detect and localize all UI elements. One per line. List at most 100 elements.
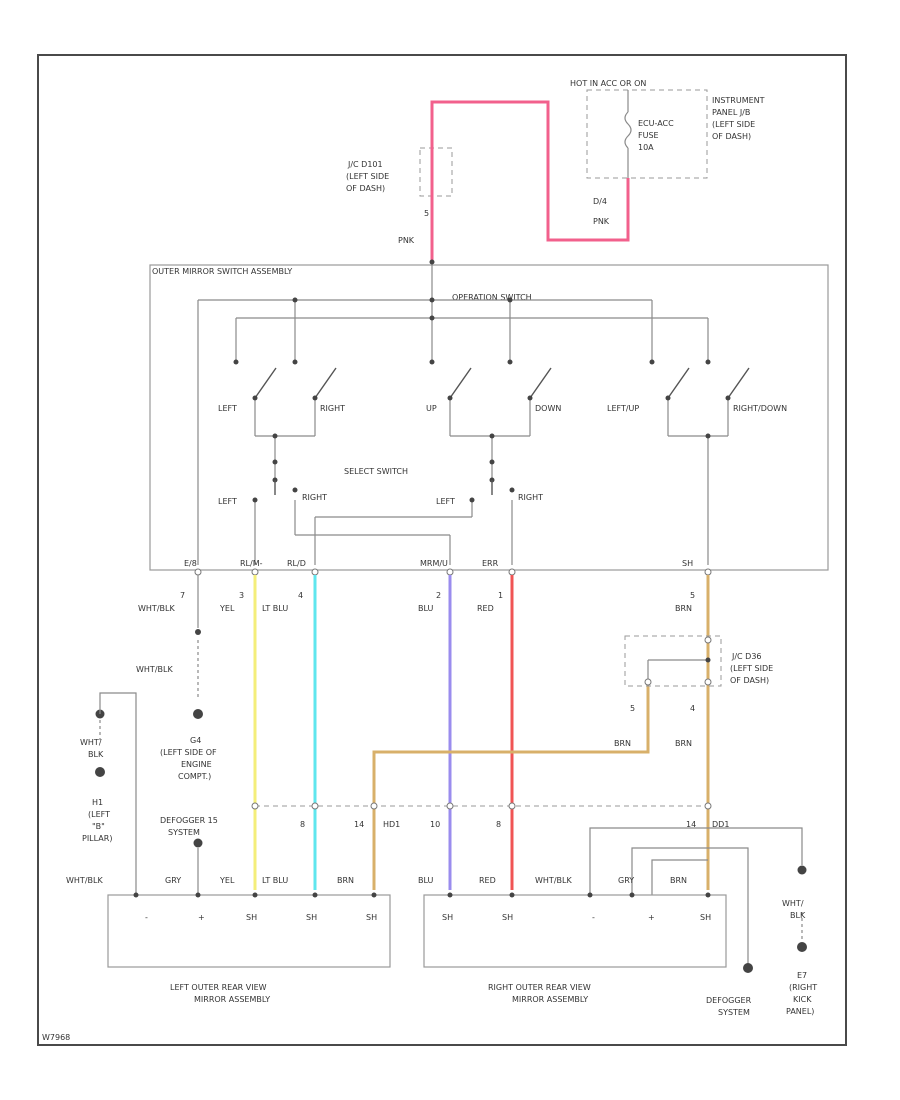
- right-side-wiring: [589, 827, 807, 973]
- fuse-rating: 10A: [638, 143, 654, 152]
- lm-wire-2: GRY: [165, 876, 181, 885]
- fuse-label: ECU-ACC: [638, 119, 674, 128]
- h1-wire-1: WHT/: [80, 738, 102, 747]
- pin-lower-hd1: HD1: [383, 820, 400, 829]
- jc-bottom-box: [624, 635, 722, 687]
- jc-top: J/C D101 (LEFT SIDE OF DASH) 5 PNK: [346, 147, 453, 245]
- fuse-word: FUSE: [638, 131, 659, 140]
- defogger-right-1: DEFOGGER: [706, 996, 752, 1005]
- conn-num-3: 4: [298, 591, 303, 600]
- fuse-pin: D/4: [593, 197, 607, 206]
- defogger-label-2: SYSTEM: [168, 828, 200, 837]
- op-right-label: RIGHT: [320, 404, 345, 413]
- conn-num-2: 3: [239, 591, 244, 600]
- wire-label-brn-b: BRN: [675, 739, 692, 748]
- rm-wire-2: RED: [479, 876, 496, 885]
- jc-bottom-pin-a: 5: [630, 704, 635, 713]
- switch-assembly-title: OUTER MIRROR SWITCH ASSEMBLY: [152, 267, 292, 276]
- right-mirror-box: [423, 894, 727, 968]
- g4-label-4: COMPT.): [178, 772, 211, 781]
- ground-wiring-left: [95, 575, 203, 895]
- left-mirror-terminals: [133, 892, 377, 898]
- conn-num-6: 5: [690, 591, 695, 600]
- jc-top-label-1: J/C D101: [347, 160, 383, 169]
- op-up-label: UP: [426, 404, 437, 413]
- left-mirror-name-1: LEFT OUTER REAR VIEW: [170, 983, 267, 992]
- operation-switch-contacts: [233, 259, 750, 439]
- wire-label-yel: YEL: [219, 604, 235, 613]
- wire-brn-left: [372, 680, 650, 890]
- left-mirror-box: [107, 894, 391, 968]
- rm-pin-3: -: [592, 913, 595, 922]
- rm-wire-4: GRY: [618, 876, 634, 885]
- rm-wire-5: BRN: [670, 876, 687, 885]
- conn-num-4: 2: [436, 591, 441, 600]
- ground-g4-icon: [193, 709, 203, 719]
- right-mirror-terminals: [447, 892, 711, 898]
- jc-top-wire-color: PNK: [398, 236, 415, 245]
- lower-connector-terminals: [251, 802, 712, 810]
- h1-label-1: H1: [92, 798, 103, 807]
- h1-label-4: PILLAR): [82, 834, 112, 843]
- lm-wire-3: YEL: [219, 876, 235, 885]
- pin-lower-14: 14: [354, 820, 364, 829]
- wire-label-ltblu: LT BLU: [262, 604, 288, 613]
- h1-label-2: (LEFT: [88, 810, 110, 819]
- defogger-label-1: DEFOGGER 15: [160, 816, 218, 825]
- fuse-icon: [624, 111, 632, 149]
- lm-pin-3: SH: [246, 913, 257, 922]
- conn-num-5: 1: [498, 591, 503, 600]
- lm-wire-5: BRN: [337, 876, 354, 885]
- ip-jb-label-4: OF DASH): [712, 132, 751, 141]
- ip-jb-label-3: (LEFT SIDE: [712, 120, 755, 129]
- rm-pin-5: SH: [700, 913, 711, 922]
- diagram-frame: [37, 54, 847, 1046]
- jc-bottom-label-2: (LEFT SIDE: [730, 664, 773, 673]
- pin-label-2: RL/M-: [240, 559, 263, 568]
- conn-num-1: 7: [180, 591, 185, 600]
- jc-top-box: [419, 147, 453, 197]
- wire-label-brn-a: BRN: [614, 739, 631, 748]
- e7-label-3: KICK: [793, 995, 812, 1004]
- right-mirror-name-1: RIGHT OUTER REAR VIEW: [488, 983, 591, 992]
- left-mirror-name-2: MIRROR ASSEMBLY: [194, 995, 270, 1004]
- lm-pin-5: SH: [366, 913, 377, 922]
- lm-pin-1: -: [145, 913, 148, 922]
- jc-bottom-label-3: OF DASH): [730, 676, 769, 685]
- sel-left-b: RIGHT: [302, 493, 327, 502]
- op-rightdown-label: RIGHT/DOWN: [733, 404, 787, 413]
- lm-wire-1: WHT/BLK: [66, 876, 103, 885]
- lm-wire-4: LT BLU: [262, 876, 288, 885]
- sel-left-a: LEFT: [218, 497, 237, 506]
- sel-right-a: LEFT: [436, 497, 455, 506]
- wire-pnk: [430, 100, 630, 262]
- e7-label-2: (RIGHT: [789, 983, 817, 992]
- jc-bottom-label-1: J/C D36: [731, 652, 762, 661]
- pin-lower-8b: 8: [496, 820, 501, 829]
- select-switch-title: SELECT SWITCH: [344, 467, 408, 476]
- pin-label-1: E/8: [184, 559, 197, 568]
- pin-label-6: SH: [682, 559, 693, 568]
- select-switch-contacts: [252, 459, 515, 503]
- e7-wire-2: BLK: [790, 911, 806, 920]
- pin-lower-dd1: DD1: [712, 820, 729, 829]
- page-id: W7968: [42, 1033, 70, 1042]
- h1-wire-2: BLK: [88, 750, 104, 759]
- wire-label-blu: BLU: [418, 604, 434, 613]
- jc-bottom: [624, 635, 722, 687]
- right-mirror-name-2: MIRROR ASSEMBLY: [512, 995, 588, 1004]
- g4-label-2: (LEFT SIDE OF: [160, 748, 217, 757]
- op-down-label: DOWN: [535, 404, 561, 413]
- jc-top-pin: 5: [424, 209, 429, 218]
- instrument-panel-jb: HOT IN ACC OR ON INSTRUMENT PANEL J/B (L…: [570, 79, 765, 226]
- pin-lower-8: 8: [300, 820, 305, 829]
- operation-switch-title: OPERATION SWITCH: [452, 293, 532, 302]
- ground-e7-icon: [797, 942, 807, 952]
- hot-label: HOT IN ACC OR ON: [570, 79, 646, 88]
- switch-assembly-box: [149, 264, 829, 571]
- e7-label-4: PANEL): [786, 1007, 814, 1016]
- defogger-right-2: SYSTEM: [718, 1008, 750, 1017]
- h1-label-3: "B": [92, 822, 105, 831]
- sel-right-b: RIGHT: [518, 493, 543, 502]
